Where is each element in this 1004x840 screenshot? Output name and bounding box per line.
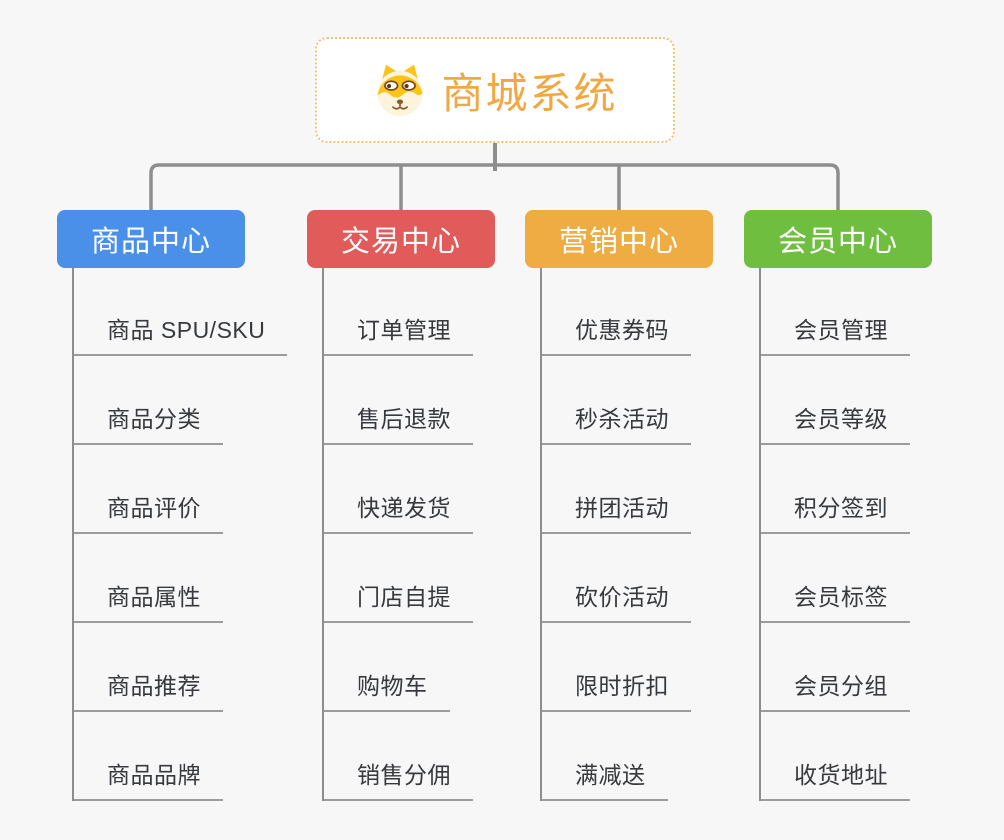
leaf-topic[interactable]: 商品评价 <box>74 492 223 534</box>
leaf-topic[interactable]: 积分签到 <box>761 492 910 534</box>
root-node[interactable]: 商城系统 <box>315 37 675 143</box>
root-title: 商城系统 <box>441 69 618 117</box>
doge-icon <box>372 62 428 118</box>
leaf-topic[interactable]: 满减送 <box>542 759 668 801</box>
leaf-topic[interactable]: 会员管理 <box>761 314 910 356</box>
leaf-topic[interactable]: 门店自提 <box>324 581 473 623</box>
branch-node-trade-center[interactable]: 交易中心 <box>307 210 495 268</box>
leaf-topic[interactable]: 购物车 <box>324 670 450 712</box>
branch-node-member-center[interactable]: 会员中心 <box>744 210 932 268</box>
leaf-topic[interactable]: 商品推荐 <box>74 670 223 712</box>
branch-children-trade: 订单管理 售后退款 快递发货 门店自提 购物车 销售分佣 <box>322 268 564 801</box>
leaf-topic[interactable]: 订单管理 <box>324 314 473 356</box>
branch-children-marketing: 优惠券码 秒杀活动 拼团活动 砍价活动 限时折扣 满减送 <box>540 268 782 801</box>
leaf-topic[interactable]: 会员标签 <box>761 581 910 623</box>
branch-children-product: 商品 SPU/SKU 商品分类 商品评价 商品属性 商品推荐 商品品牌 <box>72 268 314 801</box>
branch-node-product-center[interactable]: 商品中心 <box>57 210 245 268</box>
leaf-topic[interactable]: 限时折扣 <box>542 670 691 712</box>
leaf-topic[interactable]: 商品品牌 <box>74 759 223 801</box>
leaf-topic[interactable]: 快递发货 <box>324 492 473 534</box>
leaf-topic[interactable]: 优惠券码 <box>542 314 691 356</box>
leaf-topic[interactable]: 会员分组 <box>761 670 910 712</box>
leaf-topic[interactable]: 拼团活动 <box>542 492 691 534</box>
leaf-topic[interactable]: 商品 SPU/SKU <box>74 314 288 356</box>
branch-children-member: 会员管理 会员等级 积分签到 会员标签 会员分组 收货地址 <box>759 268 1001 801</box>
leaf-topic[interactable]: 收货地址 <box>761 759 910 801</box>
leaf-topic[interactable]: 商品属性 <box>74 581 223 623</box>
branch-node-marketing-center[interactable]: 营销中心 <box>525 210 713 268</box>
leaf-topic[interactable]: 销售分佣 <box>324 759 473 801</box>
leaf-topic[interactable]: 商品分类 <box>74 403 223 445</box>
leaf-topic[interactable]: 售后退款 <box>324 403 473 445</box>
leaf-topic[interactable]: 砍价活动 <box>542 581 691 623</box>
leaf-topic[interactable]: 秒杀活动 <box>542 403 691 445</box>
leaf-topic[interactable]: 会员等级 <box>761 403 910 445</box>
